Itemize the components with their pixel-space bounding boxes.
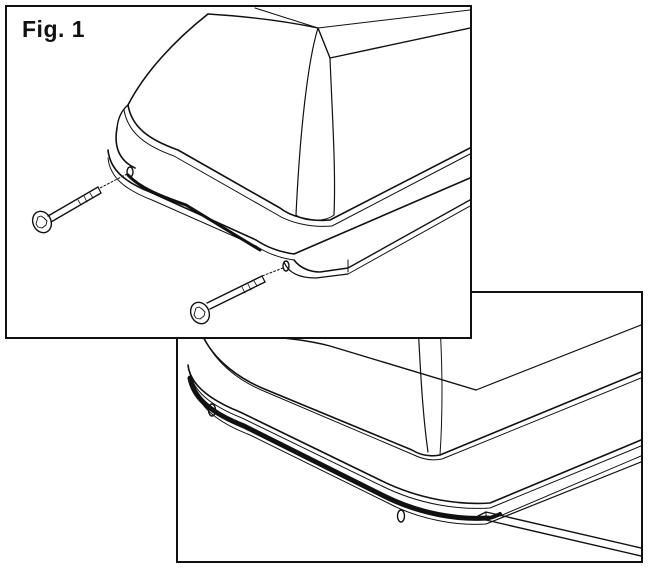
dome-corner-crease [295,27,319,216]
screw-hole-right [282,260,290,272]
panel-frame-top [5,5,472,339]
dome-body-outline [127,13,209,106]
gasket-strip [126,173,262,252]
pry-tool-icon [477,511,641,557]
shroud-flange [187,364,641,505]
screw-hole-right [396,509,406,523]
figure-label: Fig. 1 [22,16,86,42]
screw-icon [189,275,266,325]
screw-hole-left [126,166,134,178]
panel-screw-removal-view [5,5,472,339]
screw-hole-left [207,403,217,417]
gasket-strip [187,375,491,521]
screw-icon [31,186,102,234]
